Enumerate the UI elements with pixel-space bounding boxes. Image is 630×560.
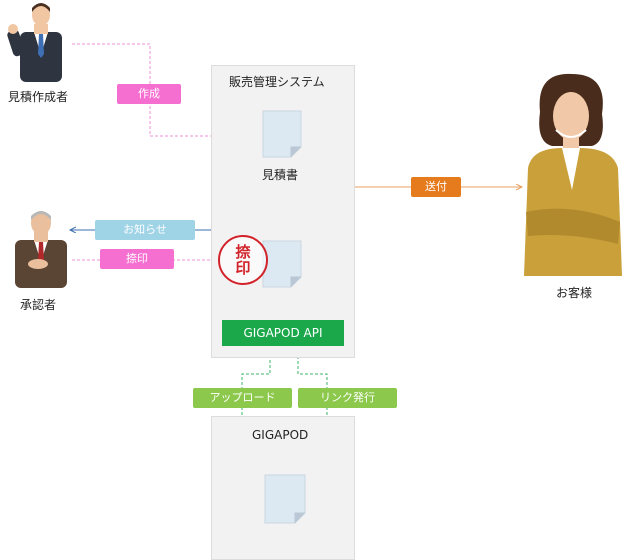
stamp-step-label: 捺印 <box>100 249 174 269</box>
create-step-label: 作成 <box>117 84 181 104</box>
stamp-char-1: 捺 <box>235 243 251 261</box>
stamp-char-2: 印 <box>235 259 251 277</box>
upload-step-label: アップロード <box>193 388 292 408</box>
creator-label: 見積作成者 <box>8 90 69 104</box>
gigapod-title: GIGAPOD <box>252 428 309 442</box>
gigapod-box <box>211 416 355 560</box>
approver-icon <box>15 211 67 288</box>
customer-label: お客様 <box>556 286 593 300</box>
customer-icon <box>524 73 622 276</box>
estimate-label: 見積書 <box>262 168 299 182</box>
approver-label: 承認者 <box>20 298 57 312</box>
estimate-document-icon <box>262 110 302 158</box>
sales-system-box <box>211 65 355 358</box>
gigapod-api-badge: GIGAPOD API <box>222 320 344 346</box>
notify-step-label: お知らせ <box>95 220 195 240</box>
estimate-creator-icon <box>7 3 62 82</box>
approval-stamp-seal: 捺 印 <box>218 235 268 285</box>
send-step-label: 送付 <box>411 177 461 197</box>
link-step-label: リンク発行 <box>298 388 397 408</box>
sales-system-title: 販売管理システム <box>229 75 325 89</box>
stamped-document-icon <box>262 240 302 288</box>
gigapod-document-icon <box>264 474 306 524</box>
